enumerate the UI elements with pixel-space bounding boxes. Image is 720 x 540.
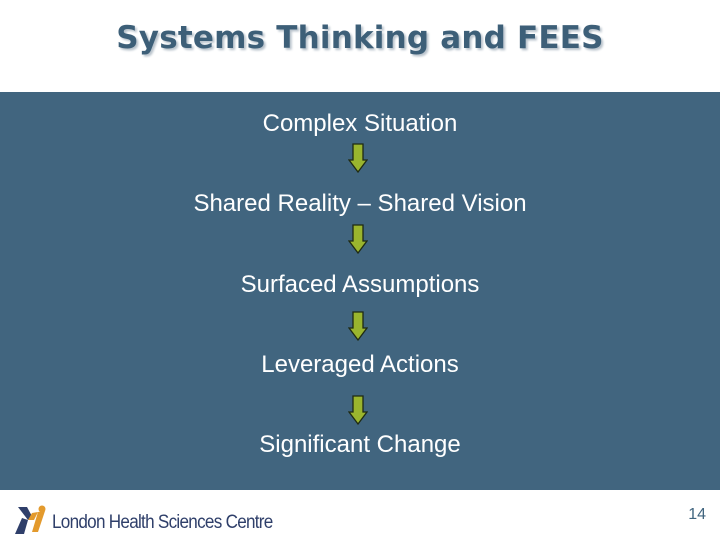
down-arrow-icon <box>348 143 368 173</box>
down-arrow-icon <box>348 311 368 341</box>
step-shared-reality: Shared Reality – Shared Vision <box>193 190 527 217</box>
down-arrow-icon <box>348 224 368 254</box>
page-number: 14 <box>688 506 706 523</box>
organization-name: London Health Sciences Centre <box>52 512 273 533</box>
step-significant-change: Significant Change <box>259 431 461 458</box>
step-leveraged-actions: Leveraged Actions <box>261 351 459 378</box>
slide-title: Systems Thinking and FEES <box>116 20 604 56</box>
lhsc-logo-icon <box>15 505 46 534</box>
step-complex-situation: Complex Situation <box>262 110 458 137</box>
step-surfaced-assumptions: Surfaced Assumptions <box>240 271 480 298</box>
down-arrow-icon <box>348 395 368 425</box>
footer <box>0 490 720 540</box>
